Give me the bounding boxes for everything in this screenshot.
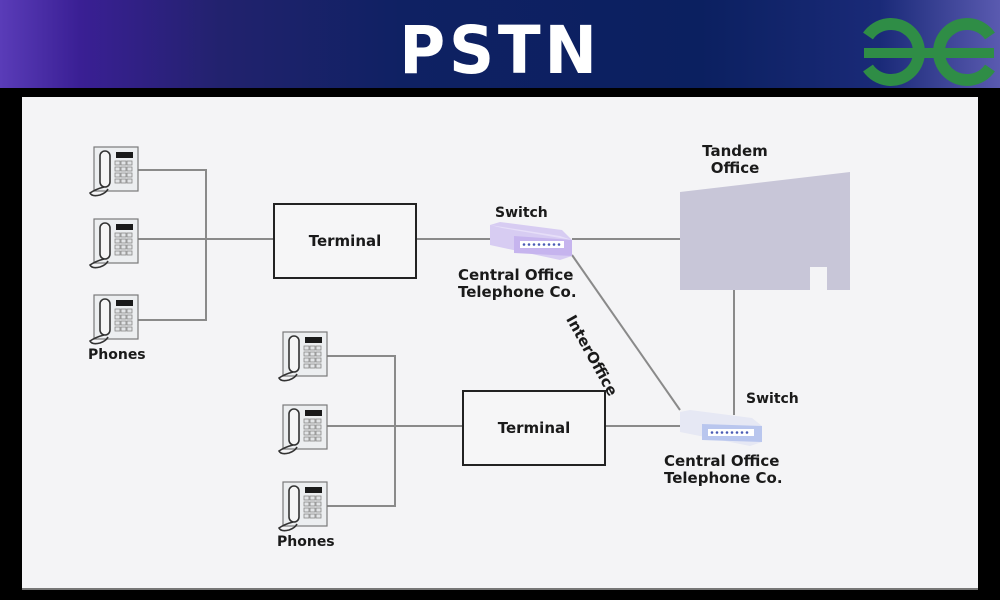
central-office-caption-bottom: Central Office Telephone Co.: [664, 453, 783, 487]
caption-line: Telephone Co.: [664, 469, 783, 487]
phone-icon: [89, 294, 139, 345]
terminal-label: Terminal: [308, 232, 382, 250]
page-title: PSTN: [399, 12, 601, 89]
geeksforgeeks-logo-icon: [863, 18, 995, 86]
phone-icon: [89, 146, 139, 197]
terminal-box-top: Terminal: [273, 203, 417, 279]
switch-label-top: Switch: [495, 205, 548, 221]
wires-top: [138, 169, 735, 507]
phone-icon: [278, 404, 328, 455]
phone-icon: [278, 481, 328, 532]
terminal-box-bottom: Terminal: [462, 390, 606, 466]
terminal-label: Terminal: [497, 419, 571, 437]
switch-label-bottom: Switch: [746, 391, 799, 407]
header-banner: [0, 0, 1000, 88]
caption-line: Central Office: [458, 266, 574, 284]
caption-line: Telephone Co.: [458, 283, 577, 301]
phones-label-bottom: Phones: [277, 534, 335, 550]
central-office-caption-top: Central Office Telephone Co.: [458, 267, 577, 301]
phones-label-top: Phones: [88, 347, 146, 363]
phone-icon: [278, 331, 328, 382]
tandem-office-building: [680, 172, 850, 290]
tandem-line: Tandem: [702, 142, 768, 160]
caption-line: Central Office: [664, 452, 780, 470]
switch-icon: [680, 410, 762, 446]
tandem-line: Office: [710, 159, 760, 177]
phone-icon: [89, 218, 139, 269]
switch-icon: [490, 222, 572, 260]
tandem-office-label: Tandem Office: [690, 143, 780, 177]
